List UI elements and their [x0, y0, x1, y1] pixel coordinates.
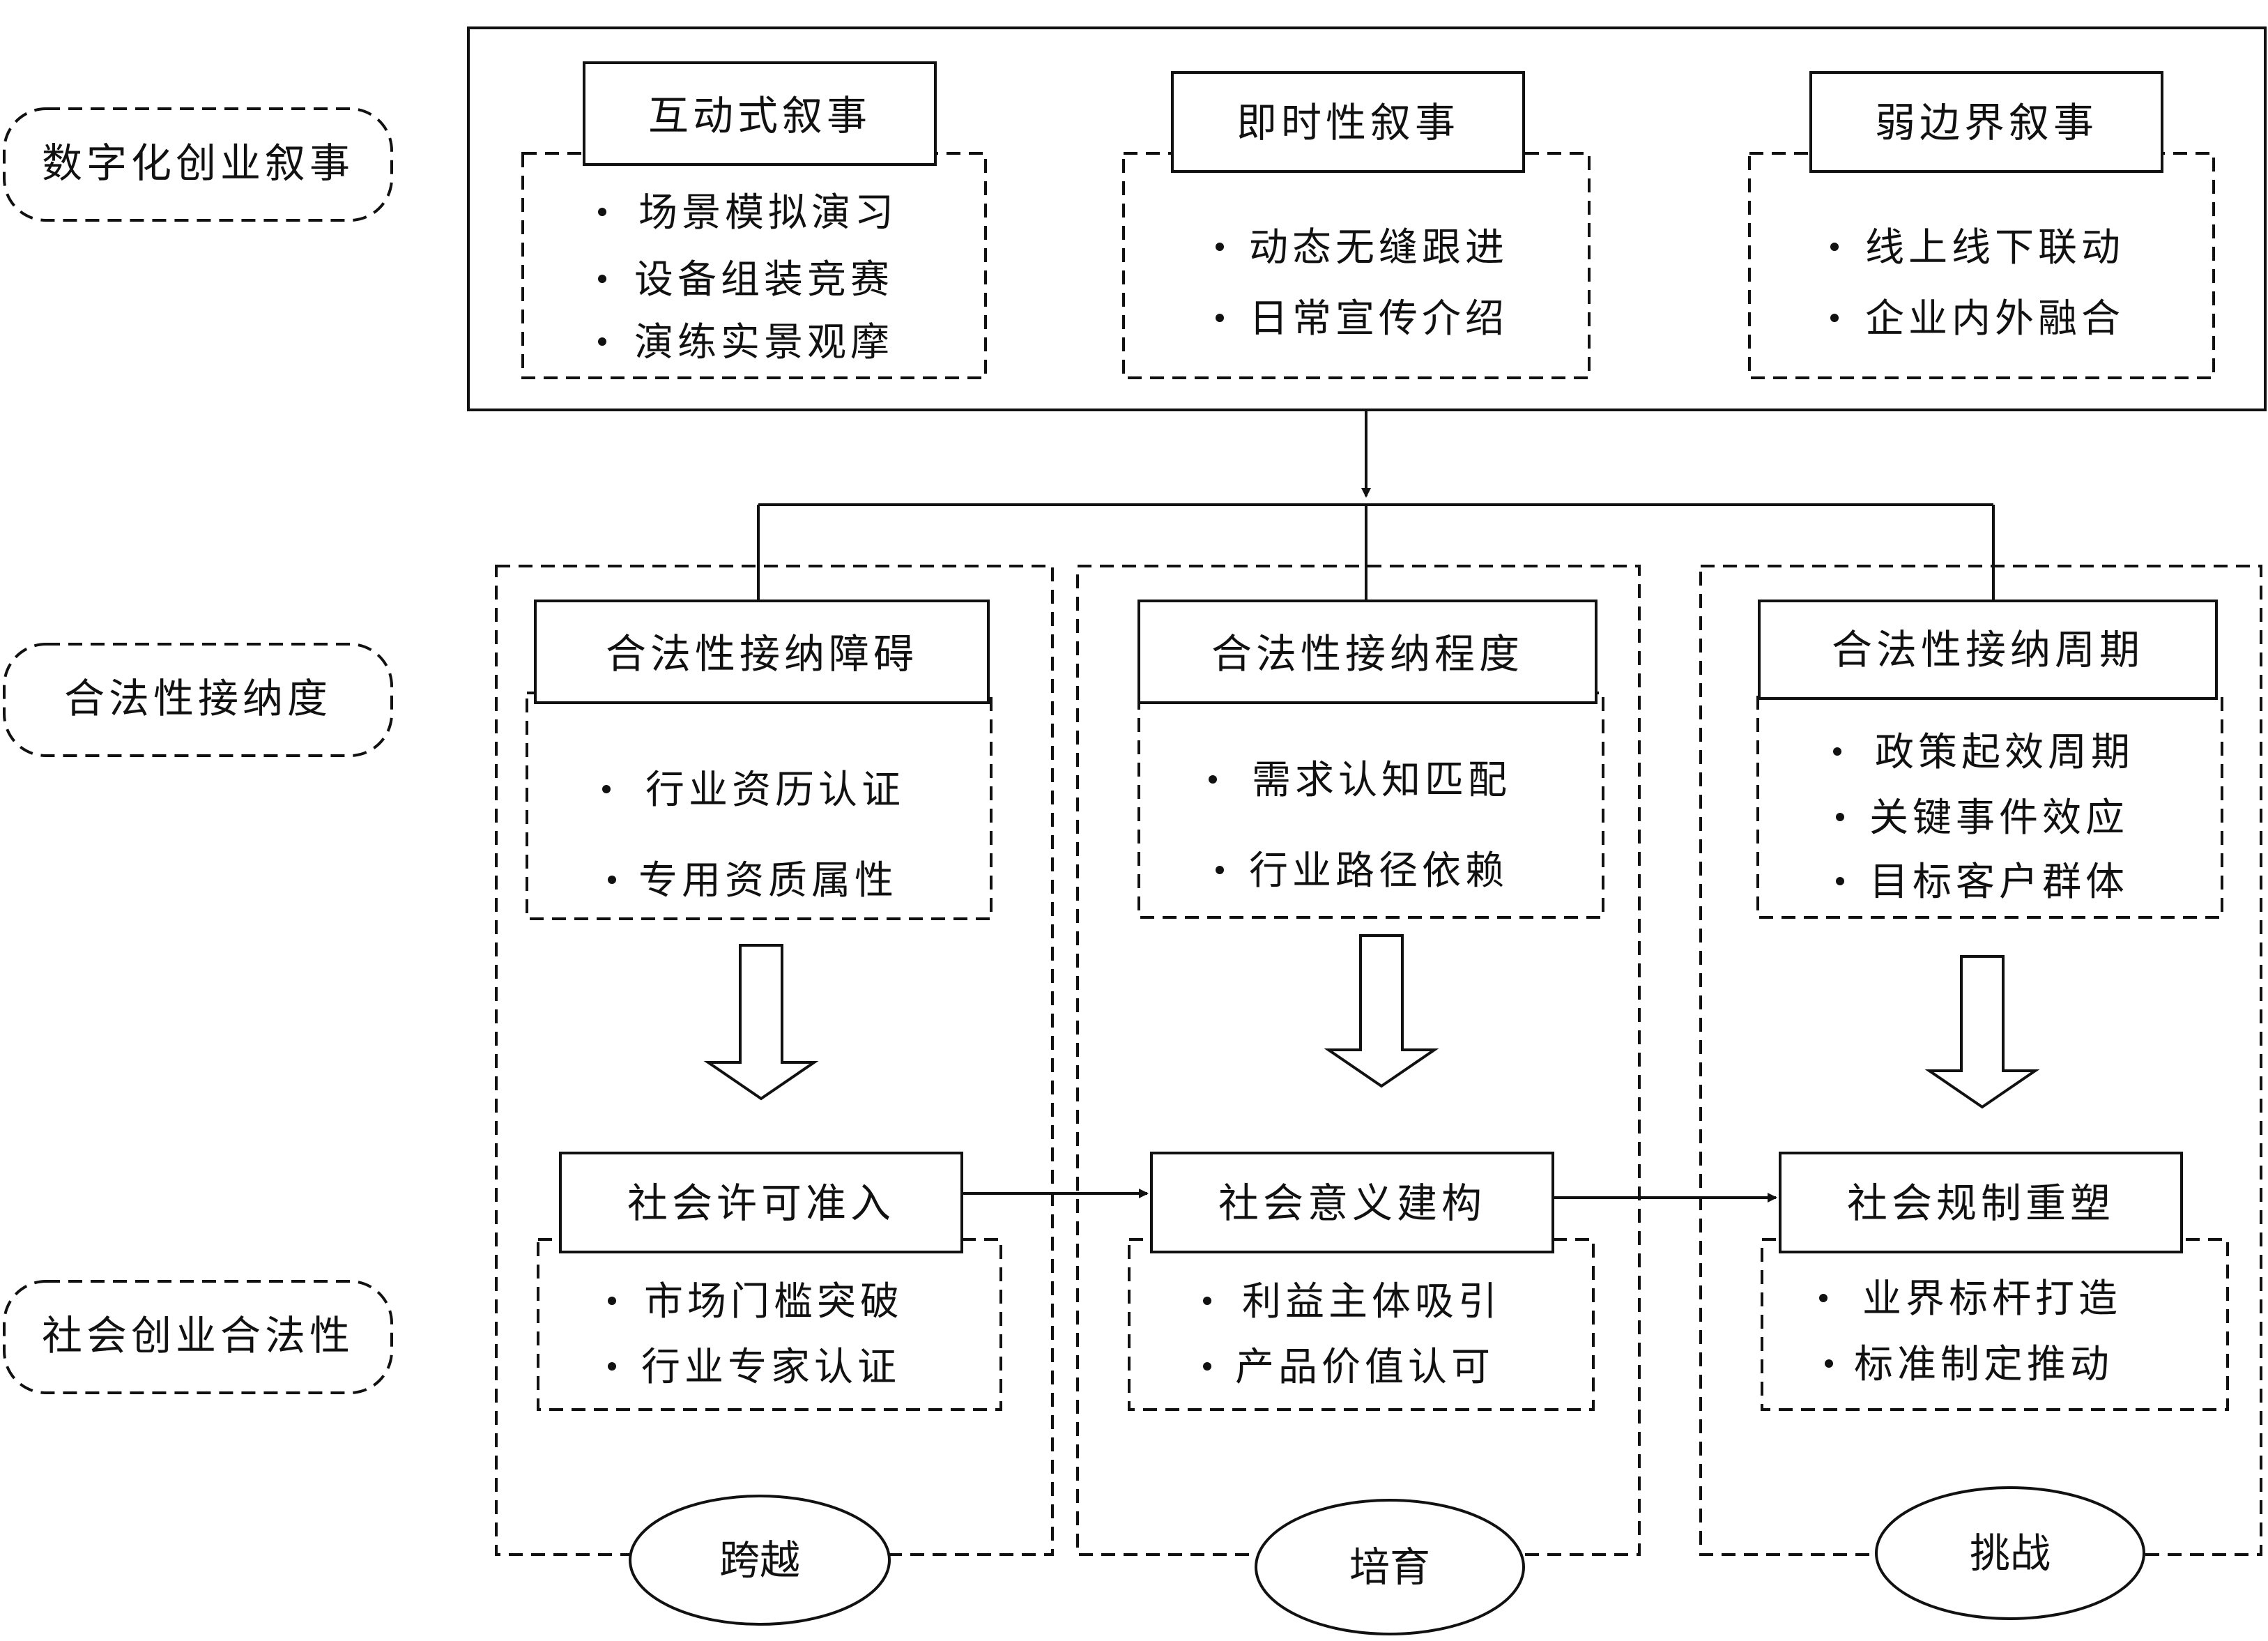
bullet-item: 产品价值认可 [1235, 1345, 1494, 1390]
row-label-social-legitimacy: 社会创业合法性 [3, 1280, 393, 1394]
row-label-text: 合法性接纳度 [64, 675, 332, 722]
hollow-down-arrow [1324, 934, 1439, 1088]
acceptance-title: 合法性接纳程度 [1211, 630, 1524, 678]
stage-label: 培育 [1349, 1543, 1430, 1591]
stage-ellipse-challenging: 挑战 [1875, 1486, 2145, 1620]
social-legitimacy-meaning: 社会意义建构 利益主体吸引 产品价值认可 [1128, 1152, 1595, 1411]
row-label-legitimacy-acceptance: 合法性接纳度 [3, 643, 393, 757]
bullet-item: 利益主体吸引 [1242, 1279, 1501, 1325]
bullet-item: 行业资历认证 [645, 768, 905, 813]
acceptance-degree: 合法性接纳程度 需求认知匹配 行业路径依赖 [1137, 600, 1604, 919]
narrative-weak-boundary: 弱边界叙事 线上线下联动 企业内外融合 [1748, 71, 2215, 379]
row-label-digital-narrative: 数字化创业叙事 [3, 107, 393, 222]
bullet-item: 动态无缝跟进 [1249, 225, 1508, 270]
bullet-item: 关键事件效应 [1869, 795, 2129, 841]
legitimacy-title: 社会意义建构 [1218, 1180, 1486, 1227]
top-connector [757, 410, 1995, 600]
stage-label: 跨越 [719, 1536, 800, 1584]
narrative-title: 互动式叙事 [648, 92, 871, 139]
stage-ellipse-cultivating: 培育 [1255, 1499, 1525, 1635]
narrative-title: 即时性叙事 [1236, 99, 1459, 146]
narrative-immediate: 即时性叙事 动态无缝跟进 日常宣传介绍 [1122, 71, 1591, 379]
social-legitimacy-permit: 社会许可准入 市场门槛突破 行业专家认证 [537, 1152, 1002, 1411]
bullet-item: 行业路径依赖 [1249, 848, 1508, 894]
stage-label: 挑战 [1970, 1529, 2051, 1577]
acceptance-barrier: 合法性接纳障碍 行业资历认证 专用资质属性 [526, 600, 993, 920]
legitimacy-title: 社会许可准入 [627, 1180, 895, 1227]
bullet-item: 业界标杆打造 [1862, 1276, 2122, 1322]
bullet-item: 需求认知匹配 [1252, 758, 1511, 803]
bullet-item: 线上线下联动 [1865, 225, 2124, 270]
legitimacy-title: 社会规制重塑 [1847, 1180, 2115, 1227]
stage-ellipse-crossing: 跨越 [629, 1495, 891, 1626]
hollow-down-arrow [703, 944, 819, 1101]
column-frame-crossing [495, 565, 1054, 1556]
bullet-item: 设备组装竞赛 [634, 257, 894, 303]
bullet-item: 标准制定推动 [1854, 1342, 2113, 1387]
bullet-item: 专用资质属性 [638, 858, 898, 903]
acceptance-cycle: 合法性接纳周期 政策起效周期 关键事件效应 目标客户群体 [1756, 600, 2223, 919]
bullet-item: 日常宣传介绍 [1249, 296, 1508, 342]
narrative-title: 弱边界叙事 [1875, 99, 2098, 146]
acceptance-title: 合法性接纳周期 [1832, 626, 2144, 673]
bullet-item: 场景模拟演习 [638, 190, 898, 236]
hollow-down-arrow [1924, 955, 2040, 1109]
bullet-item: 企业内外融合 [1865, 296, 2124, 342]
bullet-item: 演练实景观摩 [634, 320, 894, 365]
social-legitimacy-regulation: 社会规制重塑 业界标杆打造 标准制定推动 [1761, 1152, 2229, 1411]
bullet-item: 政策起效周期 [1875, 730, 2134, 775]
acceptance-title: 合法性接纳障碍 [606, 630, 918, 678]
row-label-text: 社会创业合法性 [42, 1312, 354, 1359]
bullet-item: 行业专家认证 [641, 1345, 901, 1390]
bullet-item: 目标客户群体 [1869, 860, 2129, 905]
bullet-item: 市场门槛突破 [644, 1279, 903, 1325]
row-label-text: 数字化创业叙事 [42, 139, 354, 187]
narrative-interactive: 互动式叙事 场景模拟演习 设备组装竞赛 演练实景观摩 [521, 61, 987, 379]
